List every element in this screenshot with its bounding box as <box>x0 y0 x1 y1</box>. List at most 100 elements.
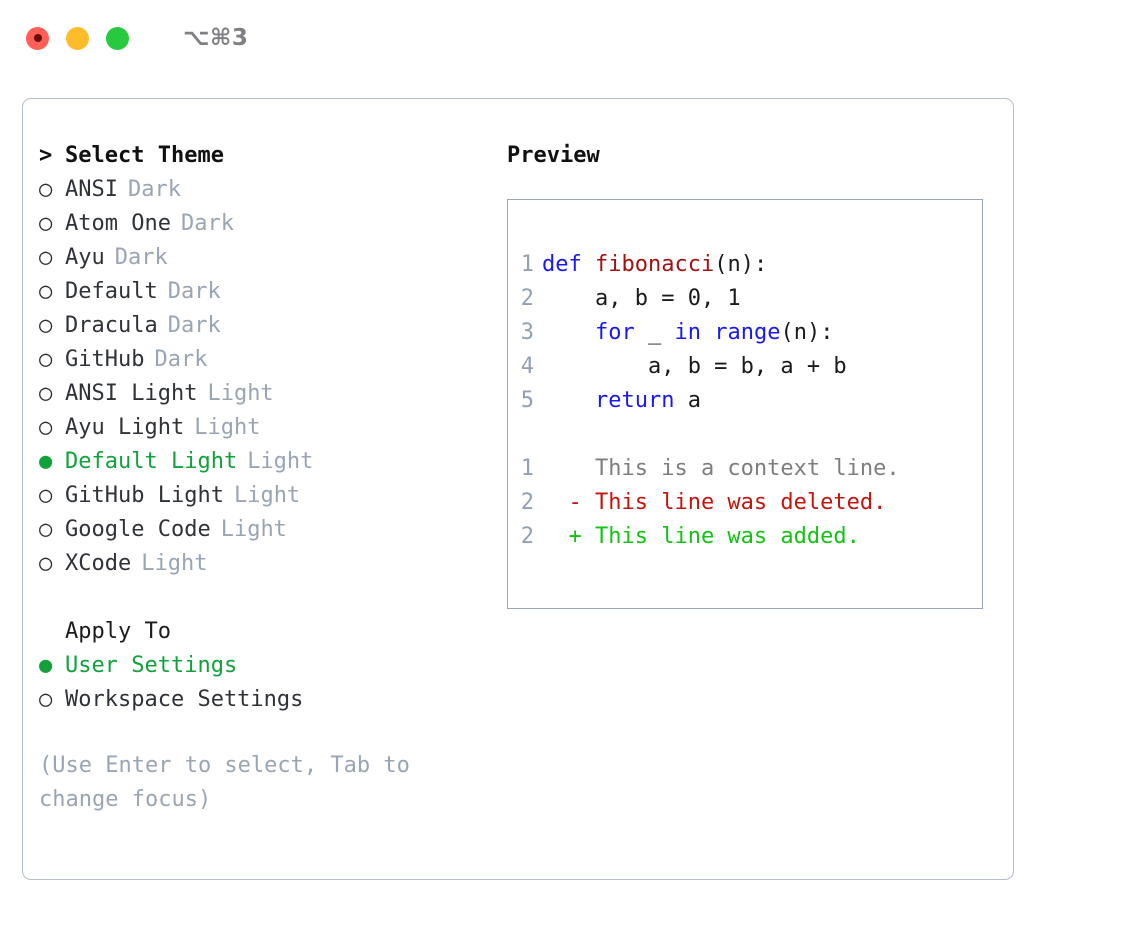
diff-text: This is a context line. <box>594 456 900 481</box>
keyboard-hint-text: (Use Enter to select, Tab to change focu… <box>39 753 410 812</box>
code-line-number: 1 <box>520 252 534 277</box>
code-line-text: def fibonacci(n): <box>542 248 767 282</box>
radio-unselected-icon: ○ <box>39 687 53 712</box>
theme-variant-badge: Light <box>207 381 274 406</box>
code-token-plain: a <box>674 388 701 413</box>
code-line-text: a, b = b, a + b <box>542 350 847 384</box>
diff-line: 1 This is a context line. <box>508 452 982 486</box>
apply-to-option-row[interactable]: ● User Settings <box>39 649 493 683</box>
theme-variant-badge: Light <box>194 415 261 440</box>
code-token-plain: a, b = 0, 1 <box>542 286 741 311</box>
theme-variant-badge: Dark <box>180 211 234 236</box>
close-window-button[interactable] <box>26 26 49 50</box>
apply-to-option-label: User Settings <box>65 653 238 678</box>
theme-option-label: ANSI <box>65 177 118 202</box>
theme-variant-badge: Light <box>141 551 208 576</box>
code-token-plain <box>542 388 595 413</box>
radio-unselected-icon: ○ <box>39 551 53 576</box>
code-token-plain: _ <box>634 320 675 345</box>
diff-text: This line was deleted. <box>594 490 887 515</box>
preview-title: Preview <box>507 143 600 168</box>
title-bar: ⌥⌘3 <box>0 0 1140 76</box>
select-theme-header: > Select Theme <box>39 139 493 173</box>
theme-variant-badge: Light <box>233 483 301 508</box>
theme-option-row[interactable]: ○ XCode Light <box>39 547 493 581</box>
code-line: 3 for _ in range(n): <box>508 316 982 350</box>
diff-line-number: 2 <box>520 490 534 515</box>
code-token-plain <box>701 320 714 345</box>
theme-option-row[interactable]: ○ ANSI Dark <box>39 173 493 207</box>
theme-option-row[interactable]: ○ Default Dark <box>39 275 493 309</box>
radio-unselected-icon: ○ <box>39 483 53 508</box>
prompt-caret-icon: > <box>39 143 53 168</box>
diff-line-text-add: + This line was added. <box>542 520 859 554</box>
radio-unselected-icon: ○ <box>39 313 53 338</box>
theme-option-row[interactable]: ○ GitHub Dark <box>39 343 493 377</box>
code-line-number: 5 <box>520 388 534 413</box>
code-line-text: a, b = 0, 1 <box>542 282 741 316</box>
diff-marker-del: - <box>542 490 595 515</box>
code-token-plain: (n): <box>780 320 834 345</box>
code-line-number: 4 <box>520 354 534 379</box>
theme-option-label: ANSI Light <box>65 381 198 406</box>
theme-option-label: GitHub <box>65 347 145 372</box>
apply-to-option-label: Workspace Settings <box>65 687 304 712</box>
diff-marker-context <box>542 456 595 481</box>
theme-variant-badge: Dark <box>154 347 208 372</box>
diff-sample: 1 This is a context line. 2 - This line w… <box>508 452 982 554</box>
theme-option-label: GitHub Light <box>65 483 224 508</box>
radio-unselected-icon: ○ <box>39 415 53 440</box>
code-token-kw: return <box>594 388 675 413</box>
radio-unselected-icon: ○ <box>39 279 53 304</box>
theme-option-label: Atom One <box>65 211 171 236</box>
radio-unselected-icon: ○ <box>39 347 53 372</box>
theme-option-label: XCode <box>65 551 132 576</box>
theme-variant-badge: Dark <box>167 313 221 338</box>
list-spacer <box>39 581 493 615</box>
code-line: 1 def fibonacci(n): <box>508 248 982 282</box>
code-token-plain <box>582 252 595 277</box>
keyboard-shortcut-label: ⌥⌘3 <box>183 25 249 51</box>
code-token-plain: (n): <box>714 252 768 277</box>
theme-option-label: Google Code <box>65 517 211 542</box>
code-token-plain <box>542 320 595 345</box>
diff-marker-add: + <box>542 524 595 549</box>
code-token-fn: fibonacci <box>595 252 715 277</box>
theme-option-row[interactable]: ○ GitHub Light Light <box>39 479 493 513</box>
apply-to-option-row[interactable]: ○ Workspace Settings <box>39 683 493 717</box>
code-line-number: 2 <box>520 286 534 311</box>
theme-variant-badge: Dark <box>167 279 221 304</box>
code-token-kw: def <box>542 252 582 277</box>
radio-unselected-icon: ○ <box>39 177 53 202</box>
theme-option-label: Ayu <box>65 245 105 270</box>
code-line-text: for _ in range(n): <box>542 316 833 350</box>
theme-variant-badge: Dark <box>127 177 181 202</box>
diff-line-number: 2 <box>520 524 534 549</box>
radio-selected-icon: ● <box>39 653 53 678</box>
radio-unselected-icon: ○ <box>39 245 53 270</box>
minimize-window-button[interactable] <box>66 26 89 50</box>
code-line: 5 return a <box>508 384 982 418</box>
theme-option-label: Default <box>65 279 158 304</box>
traffic-lights <box>26 26 129 50</box>
code-token-kw: for <box>594 320 635 345</box>
select-theme-title: Select Theme <box>65 143 224 168</box>
code-token-plain: a, b = b, a + b <box>542 354 847 379</box>
theme-option-label: Default Light <box>65 449 238 474</box>
theme-variant-badge: Light <box>220 517 287 542</box>
maximize-window-button[interactable] <box>106 26 129 50</box>
diff-line-text-del: - This line was deleted. <box>542 486 886 520</box>
